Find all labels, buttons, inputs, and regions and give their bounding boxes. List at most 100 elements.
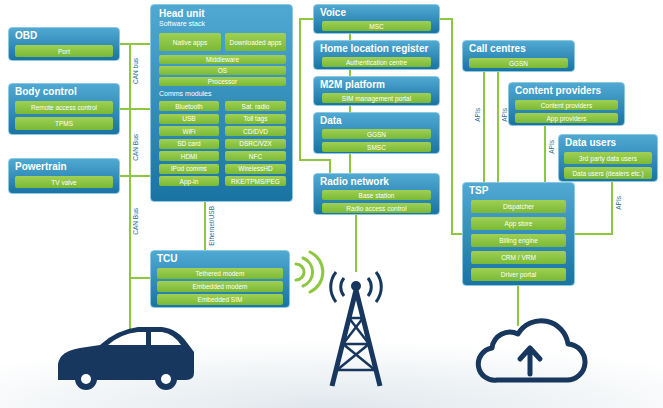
component-bar: OS	[159, 66, 286, 75]
component-label: Embedded SIM	[197, 296, 244, 303]
component-label: Middleware	[205, 56, 240, 63]
component-bar: Authentication centre	[322, 57, 431, 67]
tower-lattice	[337, 318, 375, 370]
component-bar: Port	[15, 45, 113, 57]
module-box: OBDPort	[8, 27, 120, 61]
edge-label: APIs	[548, 140, 555, 154]
component-bar: Toll tags	[225, 114, 286, 124]
component-bar: Billing engine	[471, 234, 566, 247]
component-label: WiFi	[182, 128, 197, 135]
module-box: PowertrainTV valve	[8, 158, 120, 194]
component-label: SD card	[176, 140, 201, 147]
connector	[544, 126, 546, 182]
tower-illustration	[331, 272, 382, 386]
tcu-bus-wire	[130, 277, 150, 279]
component-bar: App providers	[515, 113, 618, 123]
cloud-outline	[478, 321, 585, 380]
component-label: App-in	[179, 178, 200, 185]
module-box: DataGGSNSMSC	[313, 112, 440, 154]
edge-label: APIs	[474, 108, 481, 122]
module-box: TSP DispatcherApp storeBilling engineCRM …	[462, 182, 575, 286]
component-bar: Base station	[322, 190, 431, 200]
component-label: Content providers	[540, 102, 593, 109]
cloud-wire	[517, 286, 519, 326]
component-label: Dispatcher	[502, 203, 535, 210]
module-title: Body control	[15, 86, 77, 97]
module-box: VoiceMSC	[313, 4, 440, 34]
component-bar: USB	[159, 114, 219, 124]
component-label: Radio access control	[345, 205, 407, 212]
component-label: Embedded modem	[192, 283, 249, 290]
component-bar: Driver portal	[471, 268, 566, 281]
component-label: SIM management portal	[341, 95, 412, 102]
bus-label: CAN Bus	[132, 134, 139, 161]
component-bar: App-in	[159, 176, 219, 186]
module-title: TSP	[469, 185, 488, 196]
module-title: M2M platform	[320, 79, 385, 90]
component-bar: Dispatcher	[471, 200, 566, 213]
component-label: Processor	[207, 78, 238, 85]
component-label: DSRC/V2X	[238, 140, 273, 147]
connector	[483, 72, 485, 182]
component-label: Billing engine	[498, 237, 539, 244]
component-label: App store	[504, 220, 534, 227]
component-bar: GGSN	[322, 129, 431, 139]
module-box: Radio networkBase stationRadio access co…	[313, 173, 440, 215]
component-bar: SMSC	[322, 142, 431, 152]
component-label: CD/DVD	[242, 128, 269, 135]
component-bar: Radio access control	[322, 203, 431, 213]
car-window	[108, 332, 146, 345]
signal-symbol	[296, 252, 323, 292]
component-label: WirelessHD	[237, 165, 273, 172]
component-bar: Downloaded apps	[225, 33, 286, 51]
component-bar: Sat. radio	[225, 101, 286, 111]
module-subtitle: Software stack	[159, 20, 205, 28]
component-bar: WirelessHD	[225, 164, 286, 174]
module-title: Powertrain	[15, 161, 67, 172]
component-label: Base station	[358, 192, 396, 199]
component-label: Toll tags	[243, 115, 269, 122]
module-title: Head unit	[159, 8, 205, 19]
tower-wave	[341, 278, 372, 296]
car-hub	[161, 374, 171, 384]
component-label: Port	[57, 48, 71, 55]
upload-arrow	[520, 348, 540, 374]
component-label: RKE/TPMS/PEG	[230, 178, 281, 185]
component-bar: Data users (dealers etc.)	[564, 167, 652, 179]
module-title: Voice	[320, 7, 346, 18]
signal-arc	[310, 252, 323, 292]
module-box: Home location registerAuthentication cen…	[313, 40, 440, 70]
component-label: CRM / VRM	[500, 254, 537, 261]
signal-arc	[296, 264, 304, 280]
component-bar: Bluetooth	[159, 101, 219, 111]
component-label: TPMS	[54, 120, 74, 127]
component-label: 3rd party data users	[578, 155, 638, 162]
module-title: Data users	[565, 137, 616, 148]
component-bar: Native apps	[159, 33, 221, 51]
bus-label: CAN bus	[132, 58, 139, 84]
component-bar: WiFi	[159, 126, 219, 136]
bus-label: CAN Bus	[132, 208, 139, 235]
edge-label: Ethernet/USB	[208, 206, 215, 246]
edge-label: APIs	[501, 108, 508, 122]
component-bar: CRM / VRM	[471, 251, 566, 264]
component-bar: NFC	[225, 151, 286, 161]
module-box: Body controlRemote access controlTPMS	[8, 83, 120, 135]
module-title: Content providers	[515, 85, 601, 96]
component-bar: Embedded SIM	[157, 294, 283, 305]
component-bar: MSC	[322, 21, 431, 31]
component-label: Sat. radio	[241, 103, 271, 110]
connector	[120, 108, 150, 110]
component-bar: 3rd party data users	[564, 152, 652, 164]
component-bar: HDMI	[159, 151, 219, 161]
component-label: Tethered modem	[195, 270, 246, 277]
connector	[575, 182, 612, 234]
component-bar: Middleware	[159, 55, 286, 64]
connector	[440, 19, 462, 234]
component-label: Driver portal	[500, 271, 537, 278]
module-subtitle: Comms modules	[159, 90, 212, 98]
car-illustration	[58, 327, 194, 390]
component-bar: Processor	[159, 77, 286, 86]
car-hub	[81, 374, 91, 384]
